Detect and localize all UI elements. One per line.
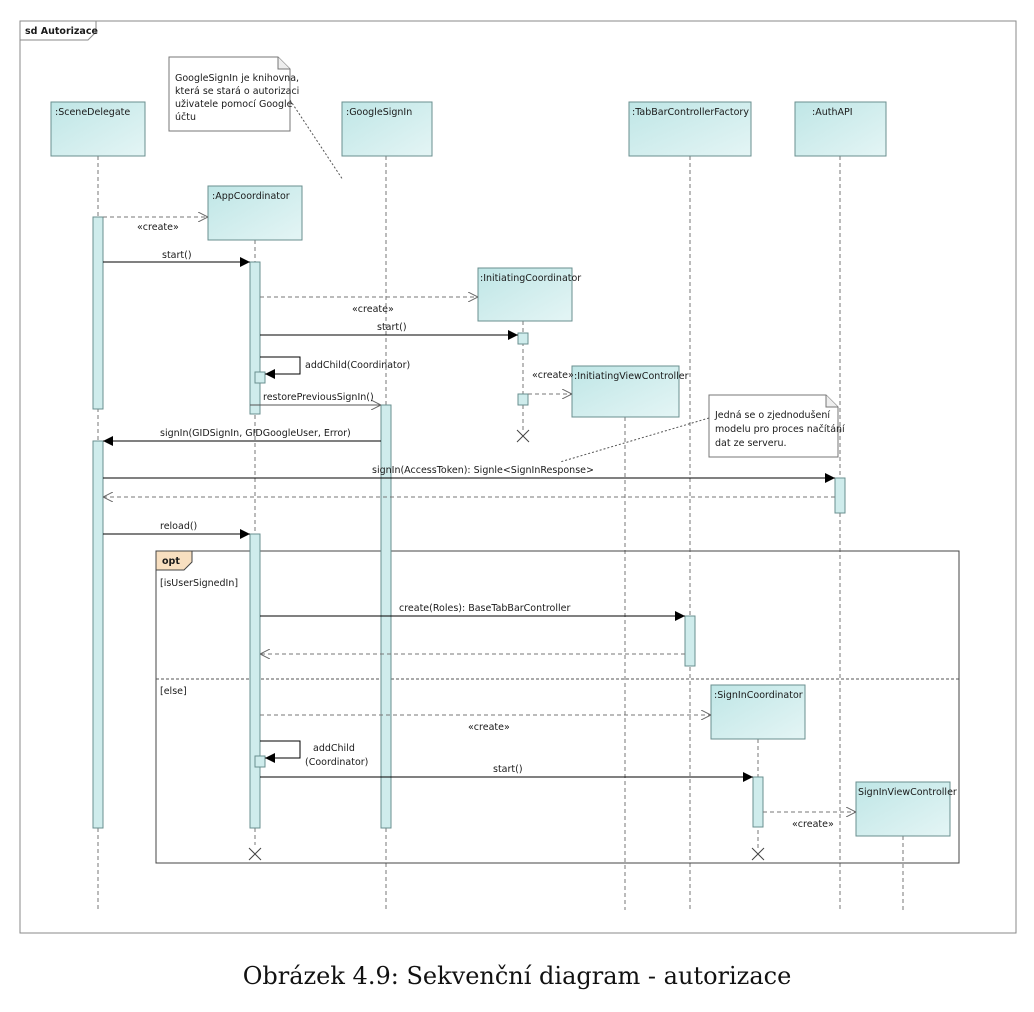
- msg-label-sign-in-api: signIn(AccessToken): Signle<SignInRespon…: [372, 465, 594, 476]
- lifeline-label-scene-delegate: :SceneDelegate: [55, 107, 130, 118]
- msg-label-create-sign-in: «create»: [468, 722, 510, 733]
- destroy-initiating-coordinator: [516, 429, 530, 443]
- lifeline-box-google-sign-in: [341, 101, 433, 157]
- lifeline-box-tab-bar-factory: [628, 101, 752, 157]
- note-google-line-4: účtu: [175, 112, 196, 123]
- msg-label-add-child-1: addChild(Coordinator): [305, 360, 410, 371]
- note-auth-fold: [825, 395, 838, 408]
- msg-add-child-2: [260, 740, 301, 763]
- activation-sign-in-coordinator: [752, 776, 764, 828]
- sequence-diagram: sd Autorizace :SceneDelegate :AppCoordin…: [19, 20, 1017, 934]
- activation-initiating-coordinator-1: [517, 332, 529, 345]
- lifeline-label-tab-bar-factory: :TabBarControllerFactory: [632, 107, 749, 118]
- activation-tab-bar-factory: [684, 615, 696, 667]
- msg-label-start-sign-in: start(): [493, 764, 523, 775]
- lifeline-box-initiating-coordinator: [477, 267, 573, 322]
- lifeline-box-auth-api: [794, 101, 887, 157]
- lifeline-label-google-sign-in: :GoogleSignIn: [346, 107, 412, 118]
- msg-add-child-1: [260, 356, 301, 379]
- msg-label-reload: reload(): [160, 521, 197, 532]
- frame-title-tab: [19, 20, 97, 41]
- lifeline-box-sign-in-view-controller: [855, 781, 951, 837]
- msg-label-create-app-coordinator: «create»: [137, 222, 179, 233]
- opt-guard-is-user-signed-in: [isUserSignedIn]: [160, 578, 238, 589]
- opt-fragment: [155, 550, 960, 864]
- activation-initiating-coordinator-2: [517, 393, 529, 406]
- msg-label-start-initiating: start(): [377, 322, 407, 333]
- opt-fragment-tab: [155, 550, 193, 571]
- activation-auth-api: [834, 477, 846, 514]
- note-google-line-1: GoogleSignIn je knihovna,: [175, 73, 299, 84]
- msg-label-create-roles: create(Roles): BaseTabBarController: [399, 603, 570, 614]
- lifeline-label-app-coordinator: :AppCoordinator: [212, 191, 290, 202]
- lifeline-label-initiating-coordinator: :InitiatingCoordinator: [480, 273, 581, 284]
- msg-label-restore-previous: restorePreviousSignIn(): [263, 392, 374, 403]
- figure-caption: Obrázek 4.9: Sekvenční diagram - autoriz…: [242, 962, 792, 990]
- destroy-app-coordinator: [248, 847, 262, 861]
- msg-label-sign-in-callback: signIn(GIDSignIn, GIDGoogleUser, Error): [160, 428, 351, 439]
- lifeline-label-initiating-view-controller: :InitiatingViewController: [574, 371, 689, 382]
- activation-app-coordinator-nested-1: [254, 371, 266, 384]
- note-auth-line-1: Jedná se o zjednodušení: [714, 410, 830, 421]
- diagram-frame: [19, 20, 1017, 934]
- activation-app-coordinator-2: [249, 533, 261, 829]
- msg-label-add-child-2-line2: (Coordinator): [305, 757, 368, 768]
- activation-app-coordinator-nested-2: [254, 755, 266, 768]
- note-auth-line-2: modelu pro proces načítání: [715, 424, 845, 435]
- note-google-line-3: uživatele pomocí Google: [175, 99, 293, 110]
- activation-app-coordinator-1: [249, 261, 261, 415]
- lifeline-box-sign-in-coordinator: [710, 684, 806, 740]
- opt-operator: opt: [162, 556, 180, 567]
- activation-scene-delegate-2: [92, 440, 104, 829]
- note-auth-connector: [559, 417, 710, 463]
- lifeline-label-sign-in-coordinator: :SignInCoordinator: [714, 690, 803, 701]
- activation-scene-delegate-1: [92, 216, 104, 410]
- lifeline-label-sign-in-view-controller: SignInViewController: [858, 787, 957, 798]
- frame-title: sd Autorizace: [25, 26, 98, 37]
- lifeline-box-initiating-view-controller: [571, 365, 680, 418]
- lifeline-box-scene-delegate: [50, 101, 146, 157]
- note-google-sign-in-fold: [277, 57, 290, 70]
- lifeline-label-auth-api: :AuthAPI: [812, 107, 853, 118]
- msg-label-add-child-2-line1: addChild: [313, 743, 355, 754]
- note-auth: [708, 394, 839, 458]
- destroy-sign-in-coordinator: [751, 847, 765, 861]
- note-google-line-2: která se stará o autorizaci: [175, 86, 299, 97]
- msg-label-start-app: start(): [162, 250, 192, 261]
- msg-label-create-initiating: «create»: [352, 304, 394, 315]
- msg-label-create-sign-in-vc: «create»: [792, 819, 834, 830]
- note-google-connector: [289, 99, 344, 181]
- msg-label-create-initiating-vc: «create»: [532, 370, 574, 381]
- lifeline-box-app-coordinator: [207, 185, 303, 241]
- note-auth-line-3: dat ze serveru.: [715, 438, 787, 449]
- opt-guard-else: [else]: [160, 686, 187, 697]
